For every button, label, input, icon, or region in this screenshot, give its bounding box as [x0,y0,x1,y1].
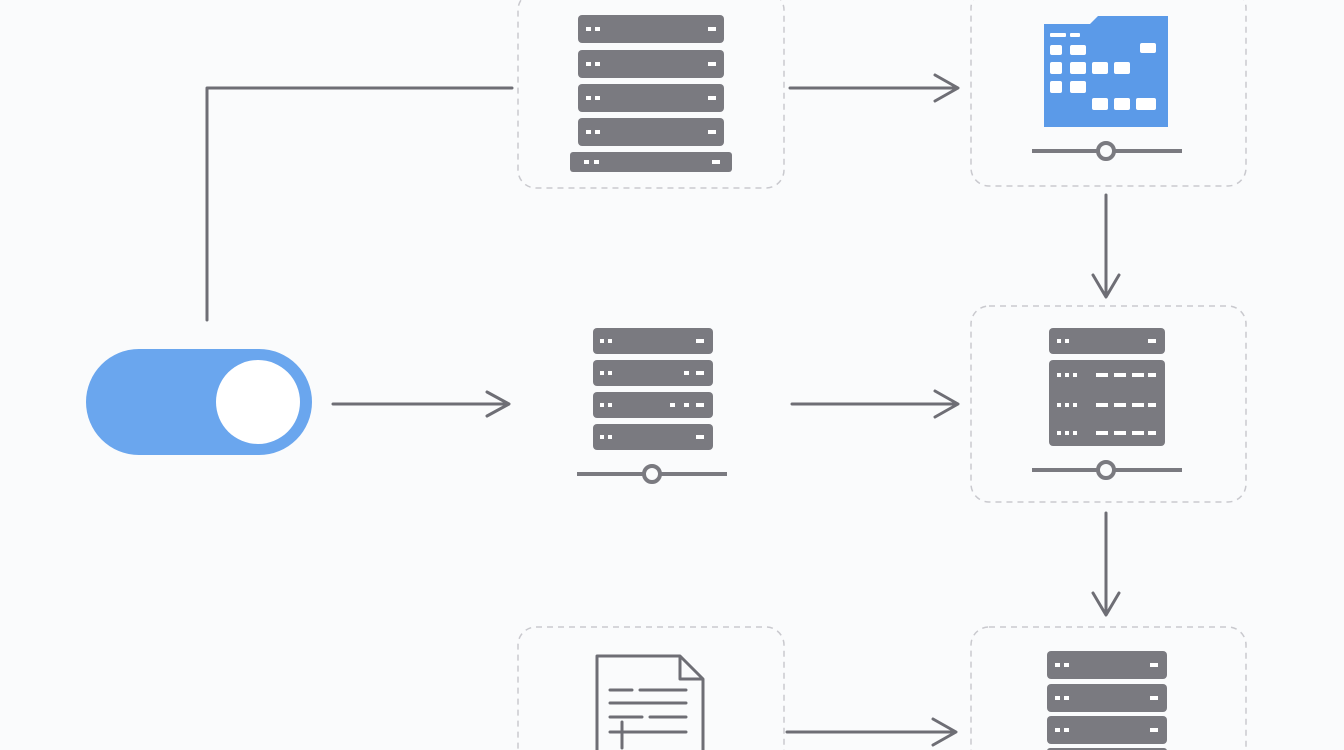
server-rack-icon [570,15,732,172]
box-server-top [517,0,785,189]
arrowhead [931,717,958,747]
edge-server-middle-to-server-middle-right [790,389,960,419]
toggle-switch-icon [86,349,312,455]
edge-toggle-to-server-middle [331,390,511,418]
network-server-icon [577,328,727,484]
edge-server-middle-right-to-server-bottom-right [1091,511,1121,617]
document-icon [595,654,705,750]
network-server-icon [1032,328,1182,480]
edge-folder-to-server-middle-right [1091,193,1121,299]
edges [205,73,1121,747]
box-server-middle-right [970,305,1247,503]
network-folder-icon [1032,16,1182,161]
server-rack-icon [1047,651,1167,750]
arrowhead [485,390,511,418]
arrowhead [933,73,960,103]
arrowhead [933,389,960,419]
node-boxes [517,0,1247,750]
edge-server-top-to-folder [788,73,960,103]
edge-document-to-server-bottom-right [785,717,958,747]
box-server-bottom-right [970,626,1247,750]
arrowhead [1091,273,1121,299]
arrowhead [1091,591,1121,617]
box-folder-network [970,0,1247,187]
edge-toggle-to-server-top [205,86,514,322]
box-document [517,626,785,750]
toggle-knob [216,360,300,444]
